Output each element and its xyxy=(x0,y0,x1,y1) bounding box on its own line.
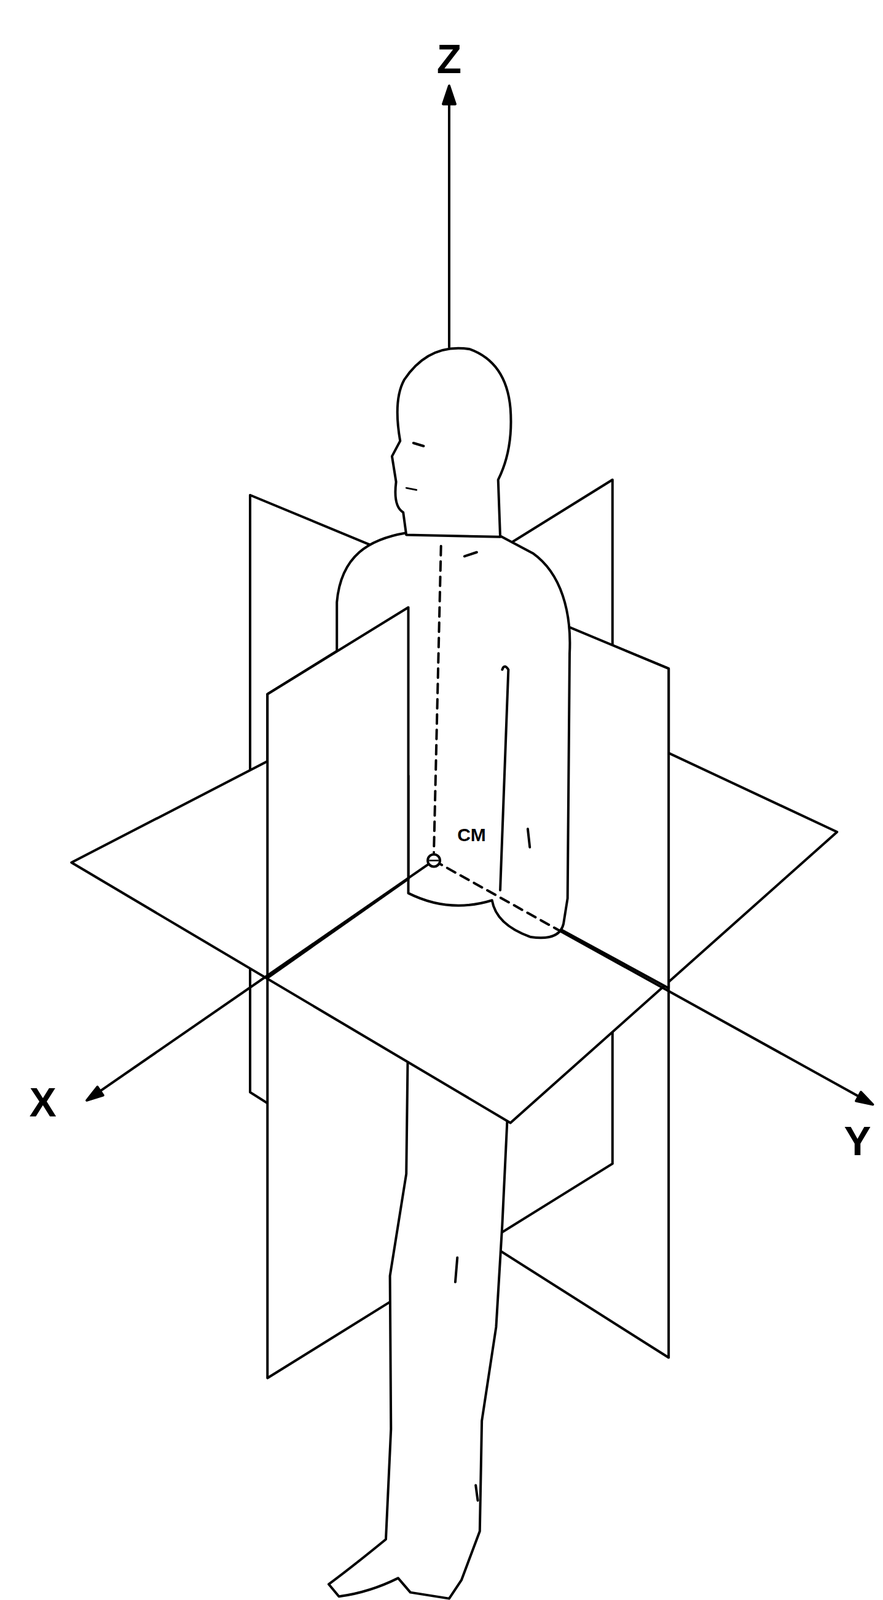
z-arrowhead xyxy=(443,86,456,105)
eye xyxy=(413,443,424,447)
axis-label: X xyxy=(29,1082,57,1123)
head xyxy=(392,348,512,538)
z-axis-hidden xyxy=(433,546,442,853)
y-arrowhead xyxy=(855,1091,873,1105)
shoulder-mark xyxy=(464,552,477,557)
ankle-mark xyxy=(475,1485,478,1501)
z-axis xyxy=(447,97,451,347)
axis-label: Y xyxy=(843,1120,871,1162)
leg-mark xyxy=(455,1257,458,1283)
x-axis xyxy=(100,860,434,1091)
y-axis-hidden xyxy=(433,860,557,929)
center-of-mass-point xyxy=(427,854,440,868)
axis-label: Z xyxy=(436,38,462,80)
drawing-group xyxy=(71,86,873,1599)
point-label: CM xyxy=(455,825,488,845)
sagittal-plane-front xyxy=(267,607,409,978)
mouth xyxy=(406,487,417,490)
arm-line xyxy=(500,666,509,891)
x-arrowhead xyxy=(86,1087,104,1101)
y-axis xyxy=(556,929,859,1097)
arm-mark xyxy=(527,828,530,848)
center-of-mass-mark xyxy=(429,859,438,862)
